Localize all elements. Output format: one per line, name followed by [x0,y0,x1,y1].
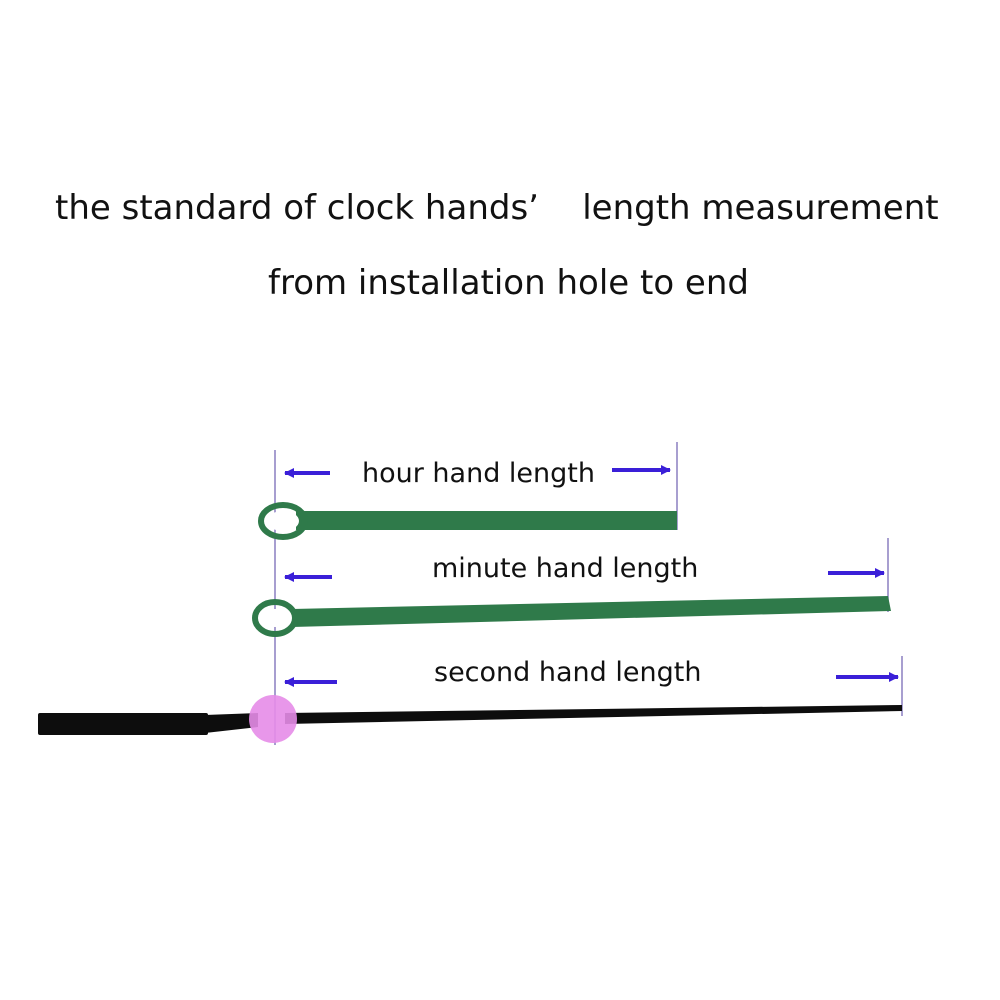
hour-hand-bar [296,511,677,530]
hour-hand-installation-hole [267,511,299,531]
second-hand-needle [285,705,902,724]
second-hand-tail [205,713,258,733]
page-title: the standard of clock hands’ length meas… [55,188,939,228]
minute-hand-group: minute hand length [252,538,891,637]
hour-hand-label: hour hand length [362,458,595,489]
minute-hand-hub-ring [252,599,298,637]
second-hand-counterweight [38,713,208,735]
page-subtitle: from installation hole to end [268,263,749,303]
second-hand-hub-circle [249,695,297,743]
minute-hand-bar [292,596,891,627]
hour-hand-group: hour hand length [258,442,678,540]
second-hand-label: second hand length [434,657,701,688]
hour-hand-hub-ring [258,502,308,540]
minute-hand-installation-hole [262,609,288,627]
second-hand-group: second hand length [38,656,903,743]
minute-hand-label: minute hand length [432,553,698,584]
